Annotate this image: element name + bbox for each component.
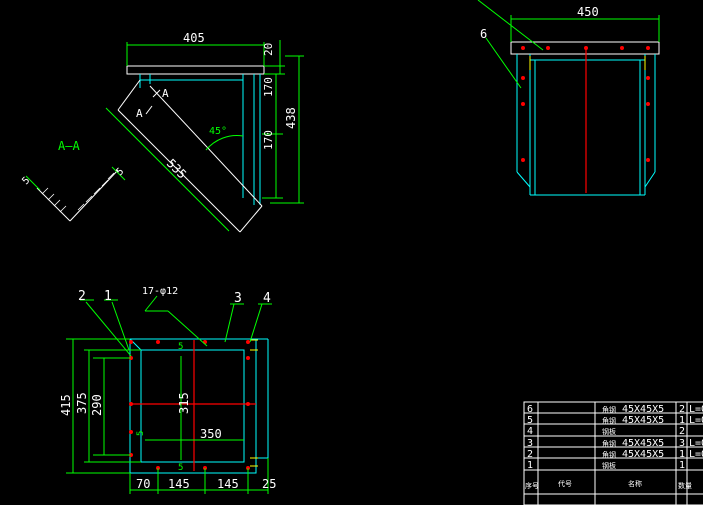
side-view: 45° A A 405 20 170 170 bbox=[105, 31, 304, 233]
bom-cell-name: 角钢 bbox=[602, 416, 616, 425]
plan-small-5-bottom: 5 bbox=[178, 463, 183, 473]
plan-dim-290: 290 bbox=[90, 394, 104, 416]
plan-small-5-left: 5 bbox=[136, 431, 146, 436]
bom-cell-len: L=0 bbox=[689, 438, 703, 449]
bom-cell-no: 1 bbox=[527, 460, 533, 471]
bom-cell-len: L=0 bbox=[689, 415, 703, 426]
dim-lower-170: 170 bbox=[262, 130, 275, 150]
plan-bolt-holes bbox=[129, 340, 250, 470]
front-view: 450 6 bbox=[477, 0, 660, 196]
bom-cell-no: 5 bbox=[527, 415, 533, 426]
bom-header-no: 序号 bbox=[525, 481, 539, 490]
bom-cell-name: 角钢 bbox=[602, 450, 616, 459]
dim-total-height: 438 bbox=[284, 107, 298, 129]
plan-dim-375: 375 bbox=[75, 392, 89, 414]
bom-cell-no: 3 bbox=[527, 438, 533, 449]
bom-cell-spec: 45X45X5 bbox=[622, 438, 664, 449]
bom-cell-spec: 45X45X5 bbox=[622, 404, 664, 415]
plan-dim-315: 315 bbox=[177, 392, 191, 414]
bom-cell-qty: 2 bbox=[679, 404, 685, 415]
bom-cell-no: 6 bbox=[527, 404, 533, 415]
front-top-plate bbox=[510, 41, 660, 55]
bom-cell-no: 4 bbox=[527, 426, 533, 437]
bom-cell-spec: 45X45X5 bbox=[622, 449, 664, 460]
bom-cell-spec: 45X45X5 bbox=[622, 415, 664, 426]
angle-arc bbox=[205, 135, 244, 151]
bom-rows: 6角钢45X45X52L=05角钢45X45X51L=04钢板23角钢45X45… bbox=[527, 404, 703, 471]
bom-cell-qty: 1 bbox=[679, 415, 685, 426]
dim-top-width: 405 bbox=[183, 31, 205, 45]
angle-label: 45° bbox=[209, 126, 227, 137]
plan-dim-145-a: 145 bbox=[168, 477, 190, 491]
plan-dim-415: 415 bbox=[59, 394, 73, 416]
front-yellow-marks bbox=[529, 56, 646, 70]
plan-hole-note: 17-φ12 bbox=[142, 286, 178, 297]
side-dimensions bbox=[105, 40, 304, 232]
plan-yellow-marks bbox=[250, 339, 258, 467]
section-mark-a-1: A bbox=[136, 107, 143, 120]
bom-cell-qty: 3 bbox=[679, 438, 685, 449]
section-dim-leg-b: 5 bbox=[114, 166, 126, 178]
bom-cell-len: L=0 bbox=[689, 449, 703, 460]
dim-upper-170: 170 bbox=[262, 77, 275, 97]
bom-cell-no: 2 bbox=[527, 449, 533, 460]
plan-small-5-top: 5 bbox=[178, 342, 183, 352]
plan-callout-2: 2 bbox=[78, 289, 86, 304]
top-flange-plate bbox=[126, 65, 265, 75]
plan-centerlines bbox=[130, 340, 256, 471]
plan-dim-70: 70 bbox=[136, 477, 150, 491]
bom-cell-name: 钢板 bbox=[602, 427, 616, 436]
bom-header-name: 名称 bbox=[628, 479, 642, 488]
plan-dim-350: 350 bbox=[200, 427, 222, 441]
plan-callout-3: 3 bbox=[234, 291, 242, 306]
plan-dim-145-b: 145 bbox=[217, 477, 239, 491]
section-aa-title: A—A bbox=[58, 139, 80, 153]
plan-view: 2 1 3 4 17-φ12 415 375 290 315 bbox=[59, 286, 276, 494]
dim-flange: 20 bbox=[262, 43, 275, 56]
front-dim-width: 450 bbox=[577, 5, 599, 19]
bom-cell-name: 角钢 bbox=[602, 439, 616, 448]
bom-cell-qty: 2 bbox=[679, 426, 685, 437]
plan-callout-1: 1 bbox=[104, 289, 112, 304]
front-bolt-holes bbox=[521, 46, 650, 162]
plan-callout-4: 4 bbox=[263, 291, 271, 306]
plan-dim-25: 25 bbox=[262, 477, 276, 491]
section-mark-a-2: A bbox=[162, 87, 169, 100]
bom-cell-qty: 1 bbox=[679, 449, 685, 460]
bom-table: 6角钢45X45X52L=05角钢45X45X51L=04钢板23角钢45X45… bbox=[523, 401, 703, 505]
bom-header-code: 代号 bbox=[558, 479, 572, 488]
diagonal-chute bbox=[117, 79, 263, 233]
section-hatch bbox=[41, 172, 115, 213]
bom-cell-name: 角钢 bbox=[602, 405, 616, 414]
bom-header-qty: 数量 bbox=[678, 481, 692, 490]
bom-cell-qty: 1 bbox=[679, 460, 685, 471]
plan-dimensions bbox=[66, 338, 269, 494]
section-dim-leg-a: 5 bbox=[20, 175, 32, 187]
section-aa: A—A 5 5 bbox=[20, 139, 126, 222]
bom-cell-len: L=0 bbox=[689, 404, 703, 415]
front-callout-6: 6 bbox=[480, 27, 487, 41]
bom-cell-name: 钢板 bbox=[602, 461, 616, 470]
